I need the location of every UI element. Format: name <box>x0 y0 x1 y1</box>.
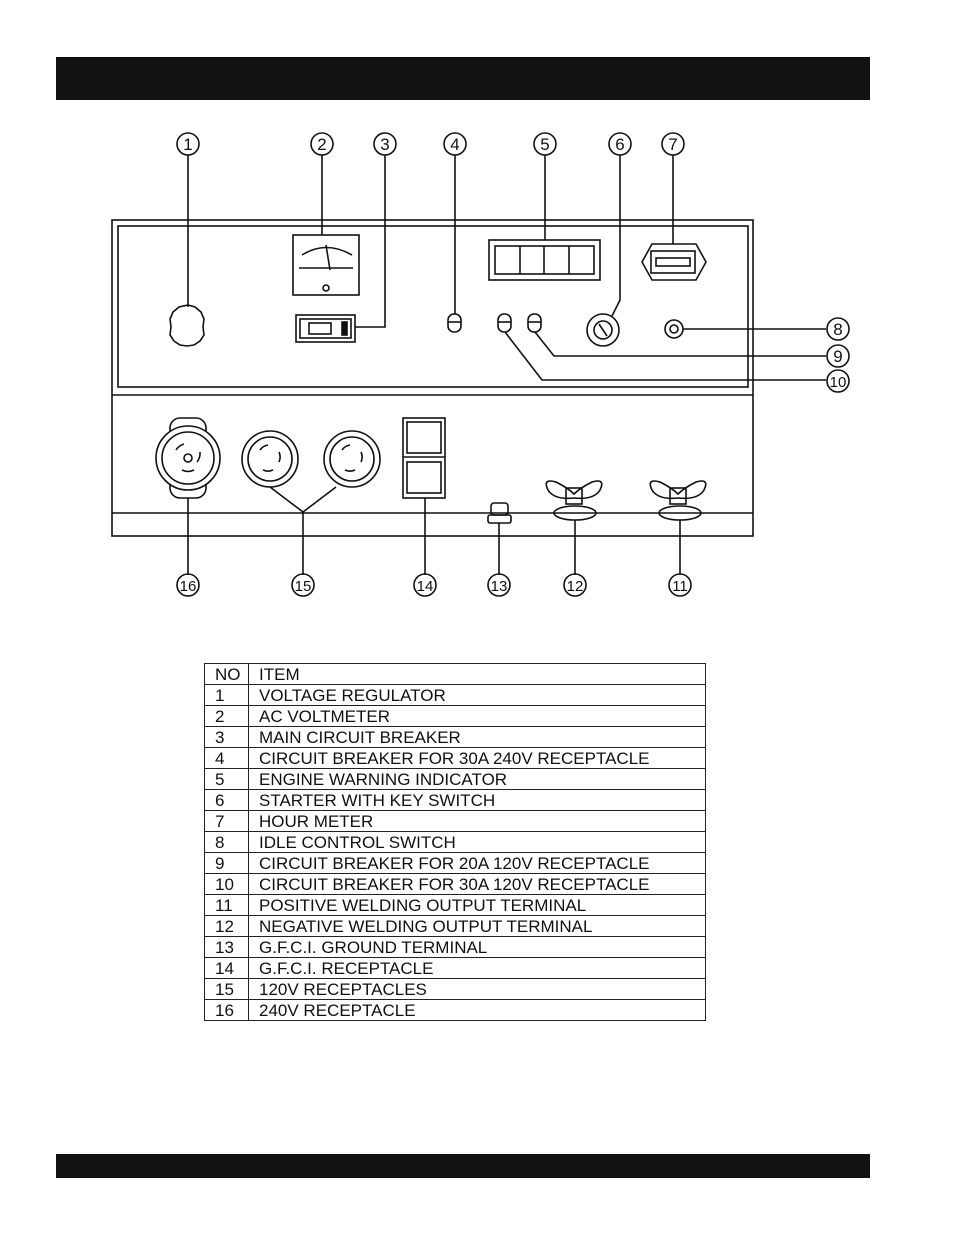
row-no: 10 <box>204 873 249 895</box>
circuit-breaker-30a-240v <box>447 155 462 333</box>
callout-3: 3 <box>380 135 389 154</box>
circuit-breaker-20a-120v <box>527 313 826 357</box>
callout-8: 8 <box>833 320 842 339</box>
row-item: CIRCUIT BREAKER FOR 30A 120V RECEPTACLE <box>248 873 706 895</box>
row-no: 16 <box>204 999 249 1021</box>
row-no: 1 <box>204 684 249 706</box>
header-item: ITEM <box>248 663 706 685</box>
row-item: CIRCUIT BREAKER FOR 20A 120V RECEPTACLE <box>248 852 706 874</box>
negative-welding-terminal <box>545 480 603 575</box>
row-no: 15 <box>204 978 249 1000</box>
gfci-receptacle <box>402 417 446 575</box>
row-item: STARTER WITH KEY SWITCH <box>248 789 706 811</box>
callout-12: 12 <box>567 578 584 595</box>
callout-13: 13 <box>491 578 508 595</box>
row-no: 5 <box>204 768 249 790</box>
control-panel-upper <box>117 225 749 388</box>
row-item: G.F.C.I. RECEPTACLE <box>248 957 706 979</box>
row-no: 11 <box>204 894 249 916</box>
receptacles-120v <box>241 430 381 575</box>
row-item: VOLTAGE REGULATOR <box>248 684 706 706</box>
row-no: 12 <box>204 915 249 937</box>
row-item: CIRCUIT BREAKER FOR 30A 240V RECEPTACLE <box>248 747 706 769</box>
gfci-ground-terminal <box>487 502 512 575</box>
callout-9: 9 <box>833 347 842 366</box>
main-circuit-breaker <box>295 155 386 343</box>
row-no: 8 <box>204 831 249 853</box>
header-bar <box>56 57 870 100</box>
callout-14: 14 <box>417 578 434 595</box>
positive-welding-terminal <box>649 480 707 575</box>
callout-5: 5 <box>540 135 549 154</box>
footer-bar <box>56 1154 870 1178</box>
row-item: NEGATIVE WELDING OUTPUT TERMINAL <box>248 915 706 937</box>
row-no: 14 <box>204 957 249 979</box>
control-panel-diagram: 1 2 3 4 5 6 7 8 9 10 16 15 14 13 12 11 <box>111 132 850 597</box>
row-item: MAIN CIRCUIT BREAKER <box>248 726 706 748</box>
callout-7: 7 <box>668 135 677 154</box>
circuit-breaker-30a-120v <box>497 313 826 381</box>
callout-1: 1 <box>183 135 192 154</box>
row-item: 120V RECEPTACLES <box>248 978 706 1000</box>
row-no: 4 <box>204 747 249 769</box>
row-item: AC VOLTMETER <box>248 705 706 727</box>
callout-10: 10 <box>830 374 847 391</box>
row-item: HOUR METER <box>248 810 706 832</box>
row-item: ENGINE WARNING INDICATOR <box>248 768 706 790</box>
row-no: 6 <box>204 789 249 811</box>
starter-key-switch <box>586 155 621 347</box>
hour-meter <box>641 155 707 281</box>
callout-15: 15 <box>295 578 312 595</box>
row-no: 7 <box>204 810 249 832</box>
ac-voltmeter <box>292 155 360 296</box>
callout-2: 2 <box>317 135 326 154</box>
row-item: IDLE CONTROL SWITCH <box>248 831 706 853</box>
panel-outer-frame <box>111 219 754 537</box>
callout-11: 11 <box>672 578 688 595</box>
voltage-regulator-knob <box>169 155 205 347</box>
callout-6: 6 <box>615 135 624 154</box>
row-no: 3 <box>204 726 249 748</box>
header-no: NO <box>204 663 249 685</box>
engine-warning-indicator <box>488 155 601 281</box>
row-item: 240V RECEPTACLE <box>248 999 706 1021</box>
idle-control-switch <box>664 319 826 339</box>
receptacle-240v <box>155 417 221 575</box>
row-item: POSITIVE WELDING OUTPUT TERMINAL <box>248 894 706 916</box>
table-header-row: NO ITEM <box>204 663 706 685</box>
callout-16: 16 <box>180 578 197 595</box>
callout-4: 4 <box>450 135 459 154</box>
row-item: G.F.C.I. GROUND TERMINAL <box>248 936 706 958</box>
row-no: 9 <box>204 852 249 874</box>
row-no: 13 <box>204 936 249 958</box>
row-no: 2 <box>204 705 249 727</box>
